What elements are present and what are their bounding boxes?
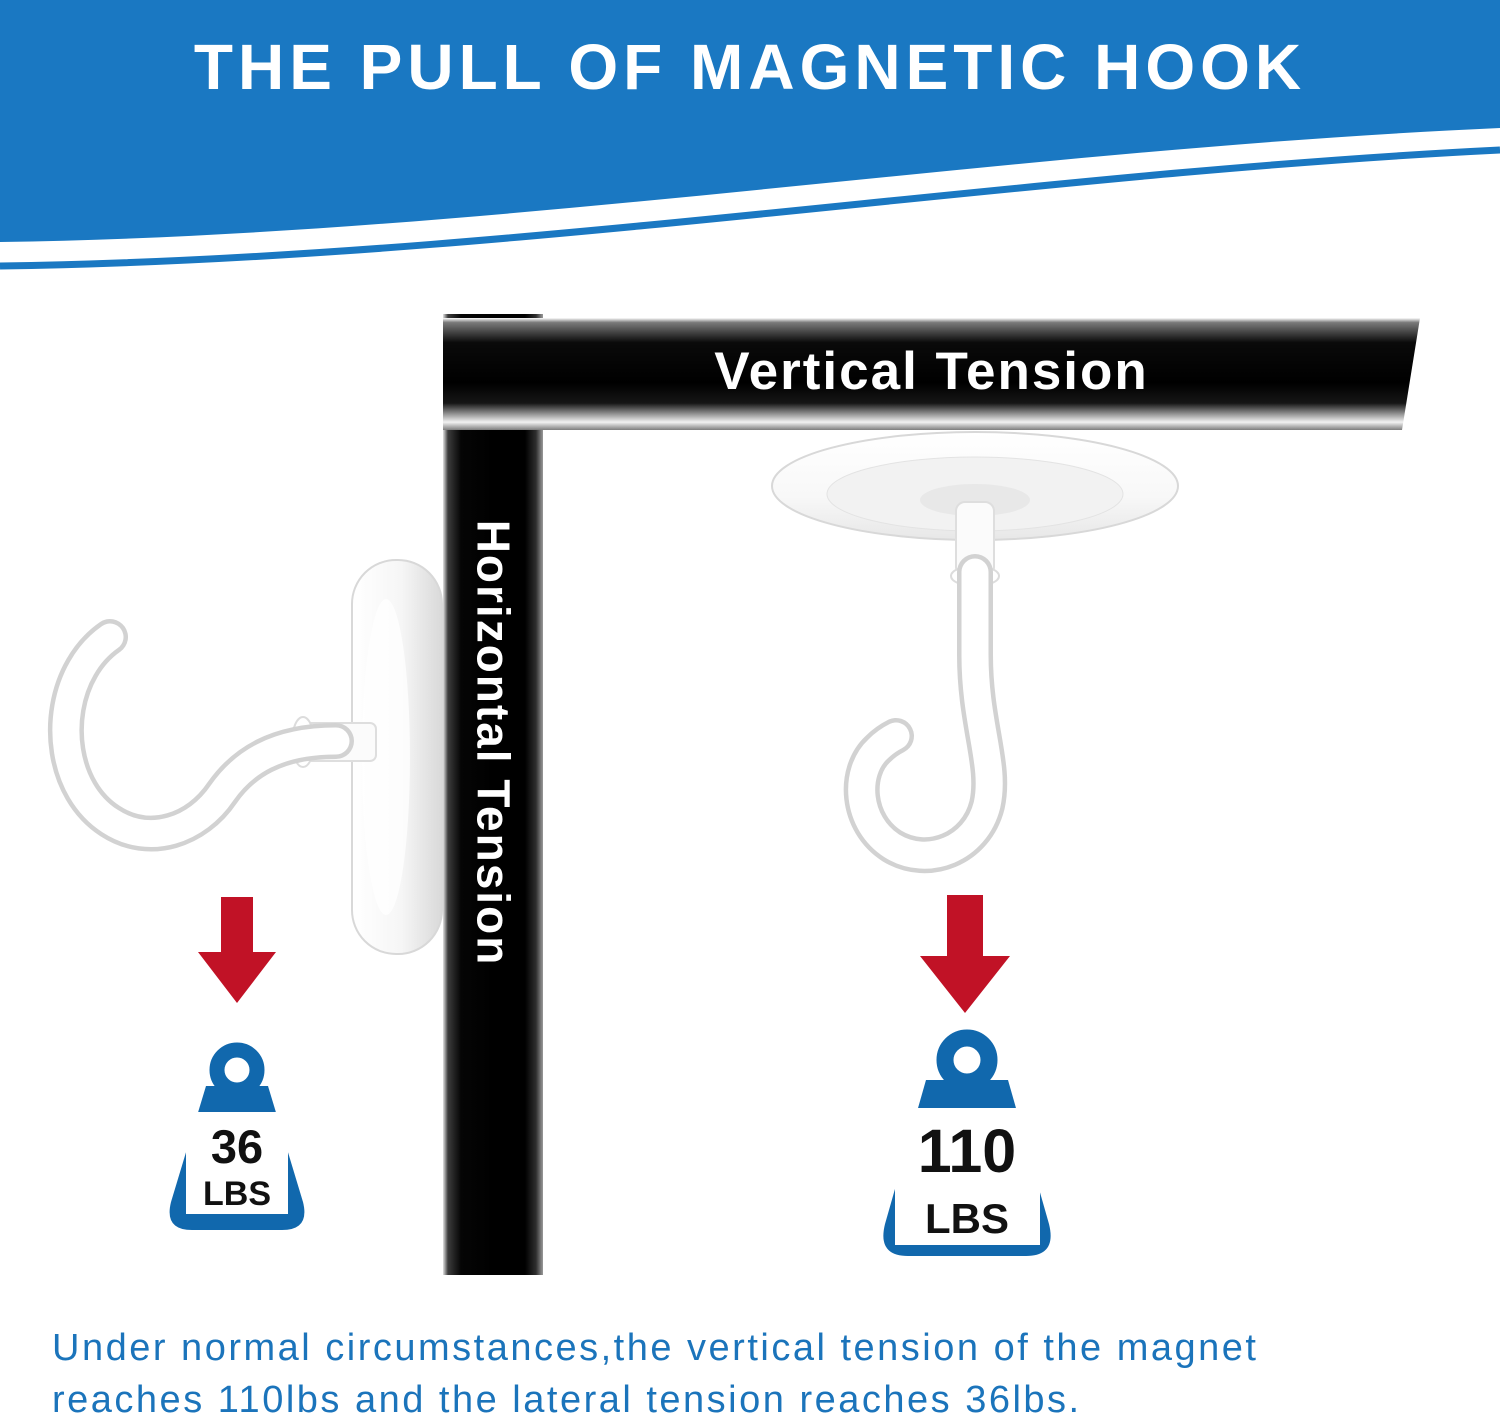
left-weight-icon: 36 LBS xyxy=(169,1042,305,1230)
footer-caption: Under normal circumstances,the vertical … xyxy=(52,1322,1472,1422)
right-weight-value: 110 xyxy=(918,1117,1016,1185)
page-title: THE PULL OF MAGNETIC HOOK xyxy=(193,31,1307,103)
horizontal-bar-ceiling: Vertical Tension xyxy=(443,318,1420,430)
left-weight-value: 36 xyxy=(211,1120,263,1173)
left-weight-label-plate xyxy=(186,1112,288,1214)
right-weight-unit: LBS xyxy=(925,1195,1009,1242)
header-banner xyxy=(0,0,1500,270)
right-weight-icon: 110 LBS xyxy=(883,1029,1051,1256)
left-weight-unit: LBS xyxy=(203,1175,271,1213)
left-weight-ring xyxy=(209,1042,265,1098)
footer-line-2: reaches 110lbs and the lateral tension r… xyxy=(52,1379,1082,1422)
left-pull-arrow-icon xyxy=(198,897,276,1003)
header-accent-line xyxy=(0,146,1500,270)
right-weight-label-plate xyxy=(895,1108,1040,1245)
vertical-bar-wall: Horizontal Tension xyxy=(443,314,543,1275)
right-pull-arrow-icon xyxy=(920,895,1010,1013)
ceiling-magnetic-hook xyxy=(771,431,1179,874)
ceiling-hook-curve xyxy=(848,558,1003,869)
wall-magnetic-hook xyxy=(47,559,443,955)
header-swoosh-shape xyxy=(0,0,1500,242)
wall-hook-disc-highlight xyxy=(362,599,410,915)
wall-hook-curve xyxy=(52,623,350,847)
footer-line-1: Under normal circumstances,the vertical … xyxy=(52,1327,1259,1369)
ceiling-hook-disc-center xyxy=(920,484,1030,516)
right-weight-ring xyxy=(936,1029,998,1091)
horizontal-bar-label: Vertical Tension xyxy=(714,341,1149,401)
